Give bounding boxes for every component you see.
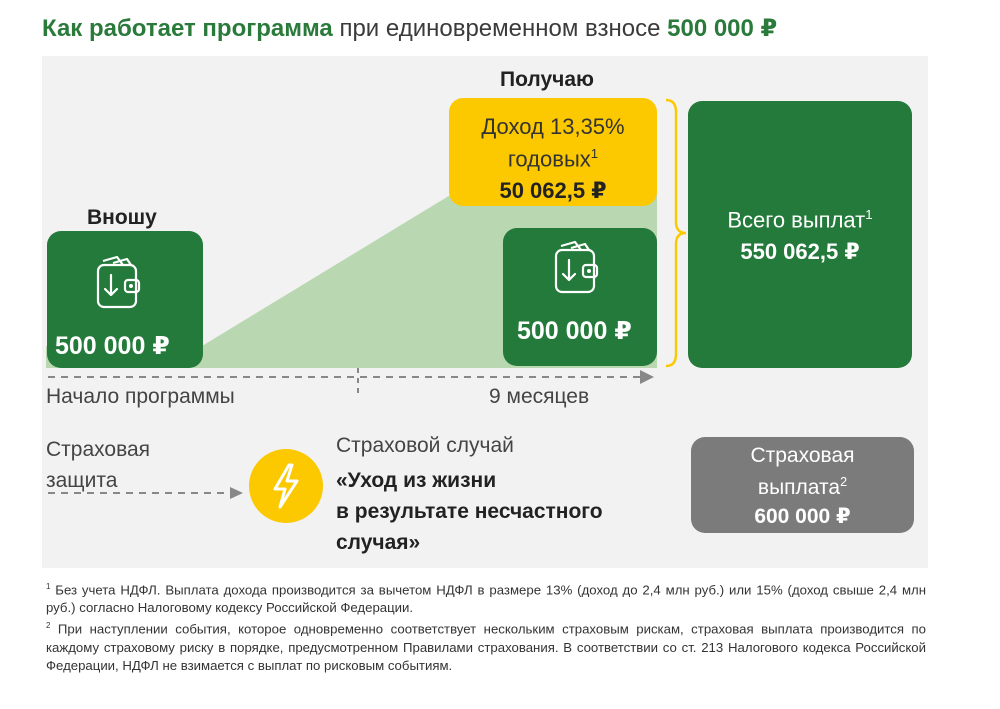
event-line1: «Уход из жизни	[336, 469, 497, 492]
deposit-label: Вношу	[87, 206, 157, 229]
title-amount: 500 000 ₽	[667, 15, 778, 42]
event-line2: в результате несчастного	[336, 500, 603, 523]
return-box: 500 000 ₽	[503, 228, 657, 366]
event-label: Страховой случай	[336, 434, 514, 457]
total-amount: 550 062,5 ₽	[740, 239, 860, 265]
lightning-badge	[249, 449, 323, 523]
receive-label: Получаю	[500, 68, 594, 91]
footnote-1-marker: 1	[46, 582, 51, 591]
timeline-end: 9 месяцев	[489, 385, 590, 408]
lightning-icon	[273, 463, 299, 509]
protection-arrow	[48, 487, 243, 499]
payout-amount: 600 000 ₽	[754, 505, 851, 528]
page-title: Как работает программа при единовременно…	[42, 14, 777, 43]
payout-box: Страховая выплата2 600 000 ₽	[691, 437, 914, 533]
event-line3: случая»	[336, 531, 421, 554]
income-line1: Доход 13,35%	[481, 114, 625, 139]
total-footnote: 1	[865, 207, 873, 222]
deposit-box: 500 000 ₽	[47, 231, 203, 368]
protection-label: Страховая защита	[46, 434, 150, 496]
bracket	[665, 98, 687, 368]
return-amount: 500 000 ₽	[517, 317, 632, 345]
payout-footnote: 2	[840, 475, 848, 489]
wallet-icon	[554, 240, 599, 294]
footnote-1-text: Без учета НДФЛ. Выплата дохода производи…	[46, 582, 927, 616]
income-amount: 50 062,5 ₽	[499, 178, 607, 204]
income-footnote: 1	[590, 146, 599, 161]
payout-line1: Страховая	[750, 444, 855, 467]
payout-line2: выплата	[757, 476, 841, 499]
wallet-icon	[96, 255, 141, 309]
title-middle: при единовременном взносе	[339, 15, 661, 42]
deposit-amount: 500 000 ₽	[55, 332, 170, 360]
footnote-2: 2 При наступлении события, которое однов…	[46, 617, 926, 674]
footnote-2-text: При наступлении события, которое одновре…	[46, 621, 926, 673]
total-label: Всего выплат	[727, 207, 866, 233]
protection-line1: Страховая	[46, 438, 151, 461]
footnotes: 1 Без учета НДФЛ. Выплата дохода произво…	[46, 578, 926, 675]
event-title: «Уход из жизни в результате несчастного …	[336, 465, 603, 558]
income-line2: годовых	[507, 146, 591, 172]
timeline-start: Начало программы	[46, 385, 235, 408]
footnote-1: 1 Без учета НДФЛ. Выплата дохода произво…	[46, 578, 926, 617]
footnote-2-marker: 2	[46, 621, 51, 631]
total-box: Всего выплат1 550 062,5 ₽	[688, 101, 912, 368]
title-accent: Как работает программа	[42, 15, 333, 42]
timeline-arrow	[48, 368, 654, 398]
protection-line2: защита	[46, 469, 118, 492]
income-box: Доход 13,35% годовых1 50 062,5 ₽	[449, 98, 657, 206]
